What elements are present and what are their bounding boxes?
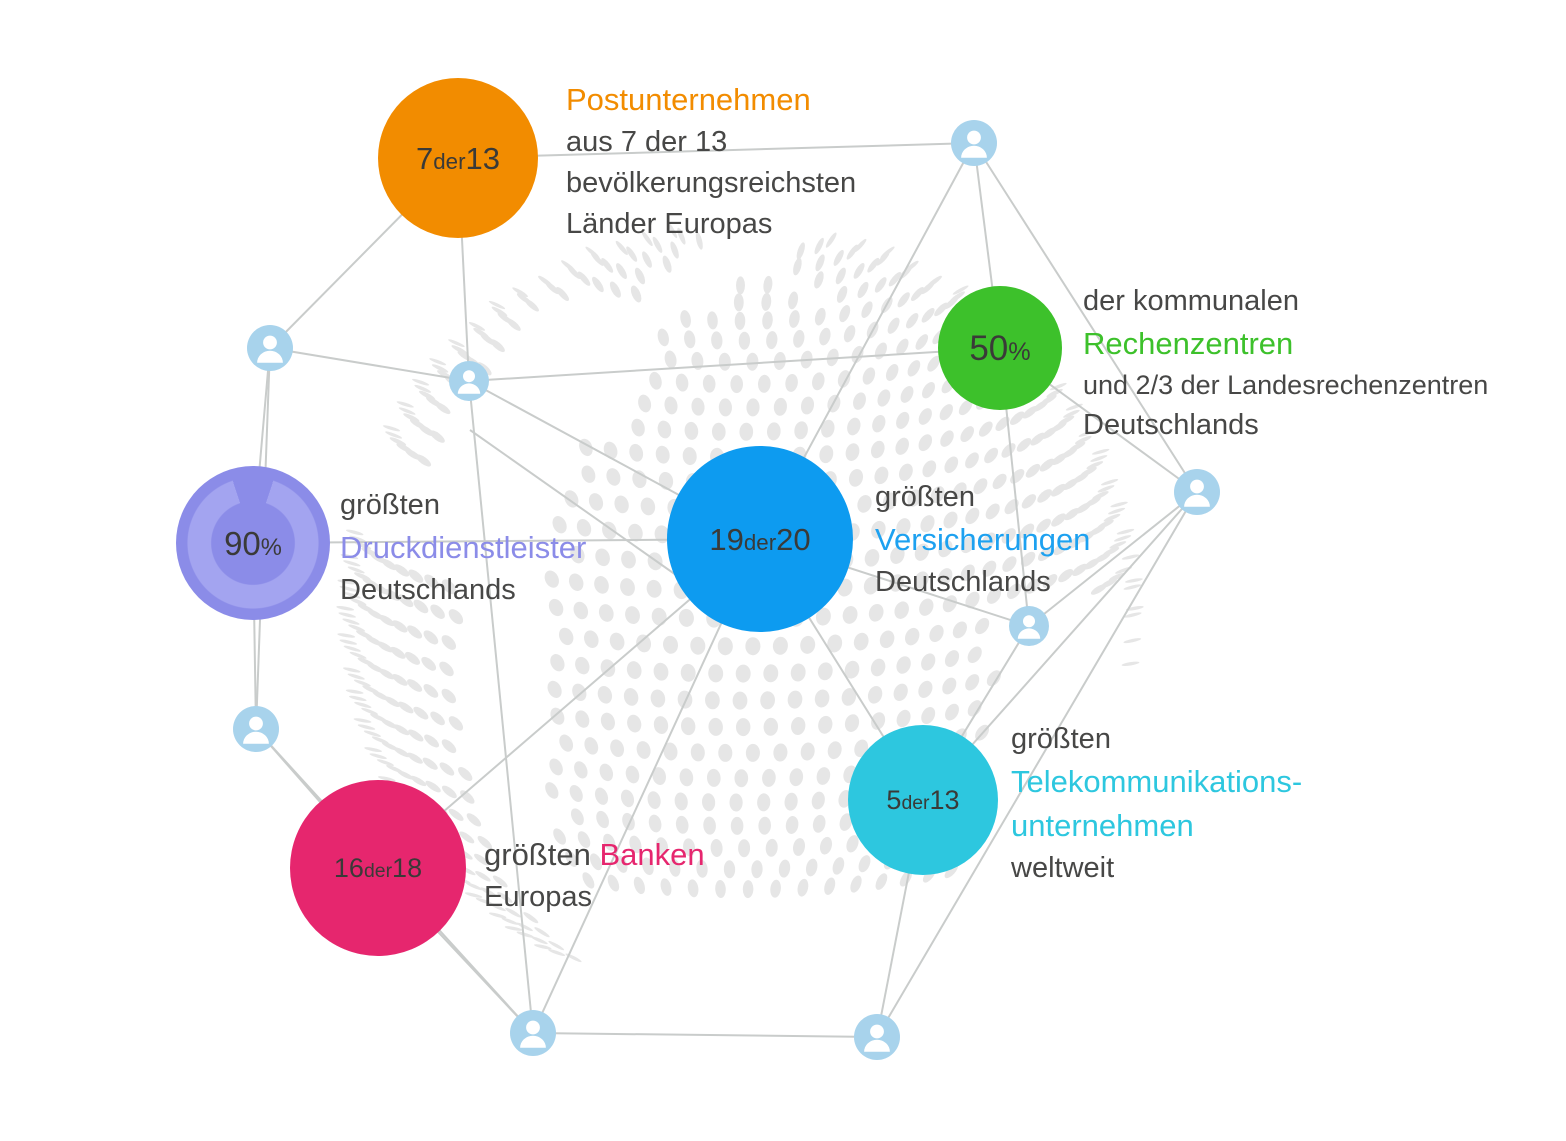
- progress-ring-icon: [176, 466, 330, 620]
- person-icon: [257, 335, 283, 363]
- callout-line: Versicherungen: [875, 518, 1090, 562]
- node-left-lower[interactable]: [233, 706, 279, 752]
- bubble-value-main: 5: [886, 784, 902, 815]
- person-icon: [520, 1020, 546, 1048]
- bubble-value-sep: der: [743, 529, 777, 555]
- callout-line: weltweit: [1011, 852, 1115, 885]
- bubble-druckdienstleister[interactable]: 90%: [176, 466, 330, 620]
- callout-line: größten Banken: [484, 833, 705, 877]
- bubble-value-main: 19: [709, 521, 744, 557]
- callout-accent-text: Postunternehmen: [566, 82, 811, 117]
- bubble-value-total: 18: [392, 852, 423, 883]
- callout-line: unternehmen: [1011, 804, 1302, 848]
- callout-accent-text: Banken: [599, 837, 705, 872]
- bubble-value-total: 20: [776, 521, 811, 557]
- bubble-value-main: 16: [333, 852, 364, 883]
- node-right-upper[interactable]: [1174, 469, 1220, 515]
- callout-line: und 2/3 der Landesrechenzentren: [1083, 370, 1489, 401]
- bubble-value-total: 13: [929, 784, 960, 815]
- bubble-value-main: 50: [969, 328, 1009, 368]
- bubble-telekommunikation[interactable]: 5der13: [848, 725, 998, 875]
- bubble-rechenzentren[interactable]: 50%: [938, 286, 1062, 410]
- callout-plain-text: größten: [484, 837, 600, 872]
- network-nodes: [233, 120, 1220, 1060]
- callout-line: größten: [875, 481, 975, 513]
- callout-accent-text: Rechenzentren: [1083, 326, 1294, 362]
- bubble-value-rechenzentren: 50%: [969, 331, 1030, 366]
- bubble-versicherungen[interactable]: 19der20: [667, 446, 853, 632]
- callout-line: Druckdienstleister: [340, 526, 586, 570]
- callout-line: größten: [1011, 723, 1111, 755]
- bubble-value-main: 90: [224, 524, 261, 562]
- callout-line: Deutschlands: [340, 574, 516, 607]
- bubble-value-sep: der: [363, 859, 393, 882]
- callout-line: Postunternehmen: [566, 78, 856, 122]
- callout-line: Deutschlands: [1083, 408, 1259, 441]
- bubble-value-total: 13: [465, 140, 500, 176]
- bubble-value-telekommunikation: 5der13: [886, 784, 960, 815]
- callout-postunternehmen: Postunternehmen aus 7 der 13 bevölkerungsr…: [566, 78, 856, 246]
- bubble-value-sep: der: [901, 791, 930, 814]
- person-icon: [1017, 615, 1041, 639]
- bubble-value-sep: der: [433, 148, 466, 174]
- bubble-value-versicherungen: 19der20: [709, 524, 810, 555]
- callout-line: der kommunalen: [1083, 285, 1299, 317]
- callout-accent-text: unternehmen: [1011, 808, 1194, 844]
- person-icon: [864, 1024, 890, 1052]
- bubble-banken[interactable]: 16der18: [290, 780, 466, 956]
- node-bottom-right[interactable]: [854, 1014, 900, 1060]
- bubble-postunternehmen[interactable]: 7der13: [378, 78, 538, 238]
- callout-line: Europas: [484, 881, 593, 914]
- bubble-value-unit: %: [1008, 337, 1031, 366]
- person-icon: [1184, 479, 1210, 507]
- callout-line: aus 7 der 13: [566, 126, 728, 159]
- callout-line: bevölkerungsreichsten: [566, 167, 857, 200]
- node-inner-left[interactable]: [449, 361, 489, 401]
- bubble-value-druckdienstleister: 90%: [224, 527, 282, 560]
- bubble-value-main: 7: [416, 140, 434, 176]
- callout-line: Telekommunikations-: [1011, 760, 1302, 804]
- callout-line: größten: [340, 489, 440, 521]
- node-left-upper[interactable]: [247, 325, 293, 371]
- callout-accent-text: Versicherungen: [875, 522, 1091, 558]
- callout-accent-text: Druckdienstleister: [340, 530, 587, 566]
- person-icon: [457, 370, 481, 394]
- bubble-value-banken: 16der18: [333, 852, 423, 883]
- node-bottom-left[interactable]: [510, 1010, 556, 1056]
- callout-accent-text: Telekommunikations-: [1011, 764, 1303, 800]
- person-icon: [961, 130, 987, 158]
- callout-line: Deutschlands: [875, 566, 1051, 599]
- node-right-mid[interactable]: [1009, 606, 1049, 646]
- bubble-value-unit: %: [260, 533, 282, 561]
- node-top-right[interactable]: [951, 120, 997, 166]
- bubble-value-postunternehmen: 7der13: [416, 143, 500, 174]
- callout-line: Rechenzentren: [1083, 322, 1488, 366]
- callout-line: Länder Europas: [566, 208, 773, 241]
- person-icon: [243, 716, 269, 744]
